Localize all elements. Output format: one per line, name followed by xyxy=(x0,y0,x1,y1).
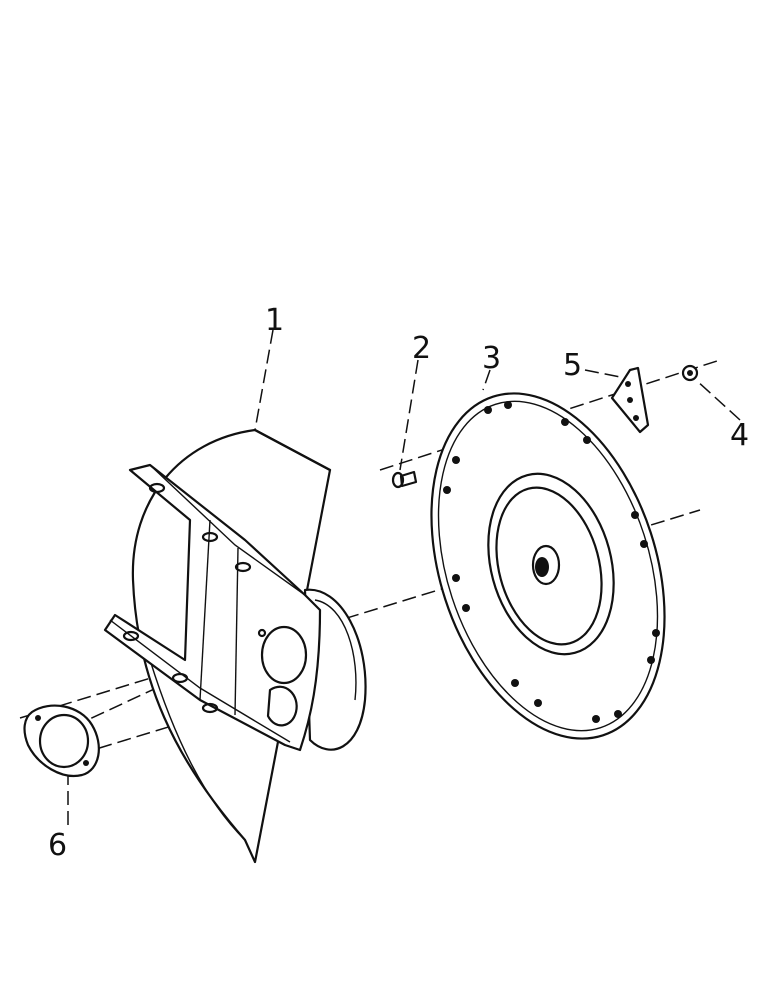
callout-2: 2 xyxy=(412,331,431,366)
part-4-nut xyxy=(681,364,699,382)
callout-1: 1 xyxy=(265,303,284,338)
callout-3: 3 xyxy=(482,341,501,376)
part-2-bolt xyxy=(391,470,418,489)
part-6-gasket xyxy=(23,704,100,778)
callout-5: 5 xyxy=(563,348,582,383)
callout-4: 4 xyxy=(730,418,749,453)
part-1-housing xyxy=(103,428,367,864)
callout-6: 6 xyxy=(48,828,67,863)
part-3-flexplate xyxy=(430,392,666,740)
leader-lines xyxy=(67,329,741,825)
part-5-plate xyxy=(610,366,650,434)
